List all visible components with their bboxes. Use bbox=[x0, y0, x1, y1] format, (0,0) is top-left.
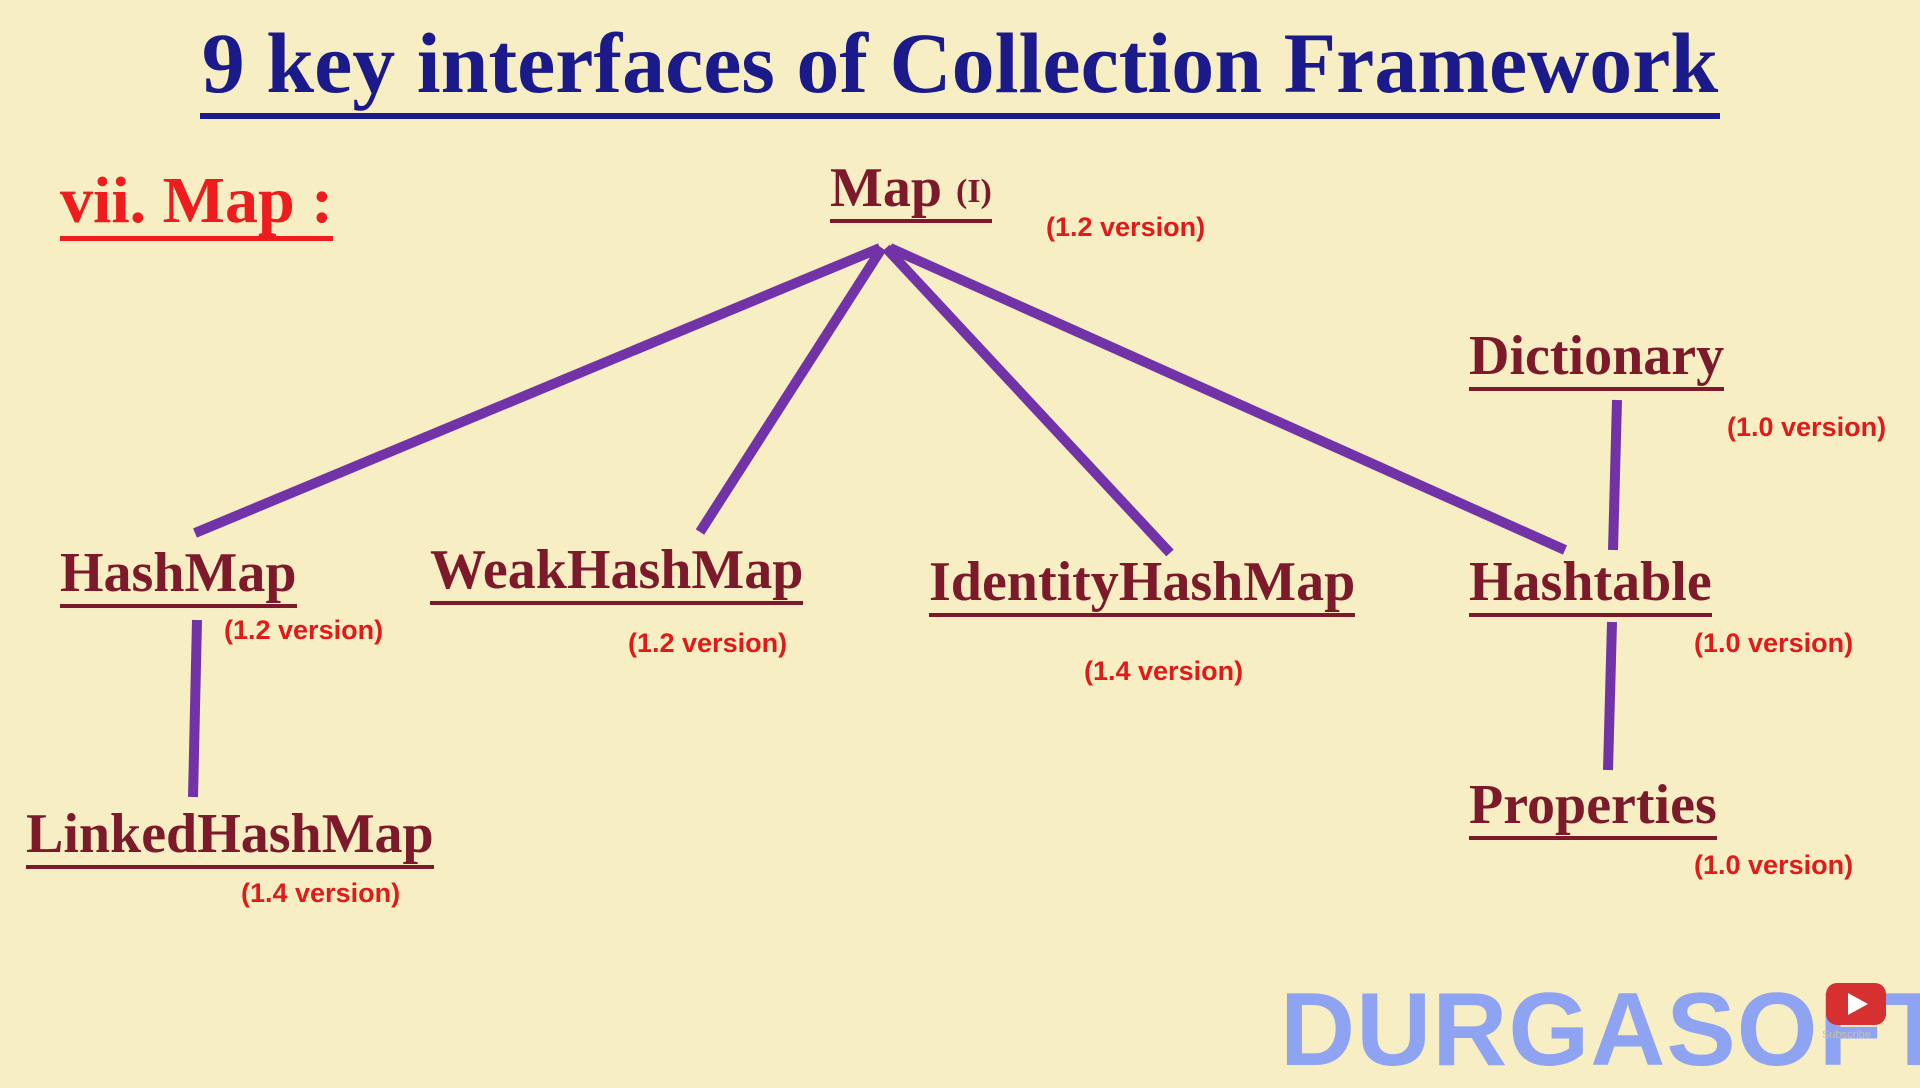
section-label: vii. Map : bbox=[60, 168, 334, 241]
node-map-label: Map bbox=[830, 157, 942, 219]
node-dictionary-version: (1.0 version) bbox=[1727, 412, 1887, 442]
node-hashmap: HashMap bbox=[60, 545, 297, 608]
interface-tag: (I) bbox=[956, 173, 992, 210]
node-hashmap-version: (1.2 version) bbox=[224, 615, 384, 645]
slide-title: 9 key interfaces of Collection Framework bbox=[199, 15, 1721, 119]
node-identityhashmap-version: (1.4 version) bbox=[1084, 656, 1244, 686]
edge-map-hashmap bbox=[193, 243, 882, 538]
node-properties: Properties bbox=[1469, 777, 1717, 840]
youtube-play-icon[interactable] bbox=[1826, 983, 1886, 1025]
brand-watermark: DURGASOFT bbox=[1280, 972, 1920, 1088]
edge-hashmap-linkedhashmap bbox=[188, 619, 202, 798]
edge-map-hashtable bbox=[887, 243, 1568, 555]
edge-dictionary-hashtable bbox=[1608, 399, 1622, 551]
edge-map-weakhashmap bbox=[695, 245, 887, 535]
node-weakhashmap-version: (1.2 version) bbox=[628, 628, 788, 658]
slide-title-wrap: 9 key interfaces of Collection Framework bbox=[0, 15, 1920, 119]
node-hashtable-version: (1.0 version) bbox=[1694, 628, 1854, 658]
edge-map-identityhashmap bbox=[882, 244, 1174, 557]
subscribe-label[interactable]: Subscribe bbox=[1822, 1029, 1871, 1041]
node-map-version: (1.2 version) bbox=[1046, 212, 1206, 242]
node-map: Map (I) bbox=[830, 160, 992, 223]
edge-hashtable-properties bbox=[1603, 621, 1617, 771]
node-linkedhashmap: LinkedHashMap bbox=[26, 806, 434, 869]
node-dictionary: Dictionary bbox=[1469, 328, 1725, 391]
node-properties-version: (1.0 version) bbox=[1694, 850, 1854, 880]
node-linkedhashmap-version: (1.4 version) bbox=[241, 878, 401, 908]
node-identityhashmap: IdentityHashMap bbox=[929, 554, 1356, 617]
node-hashtable: Hashtable bbox=[1469, 554, 1712, 617]
node-weakhashmap: WeakHashMap bbox=[430, 542, 804, 605]
